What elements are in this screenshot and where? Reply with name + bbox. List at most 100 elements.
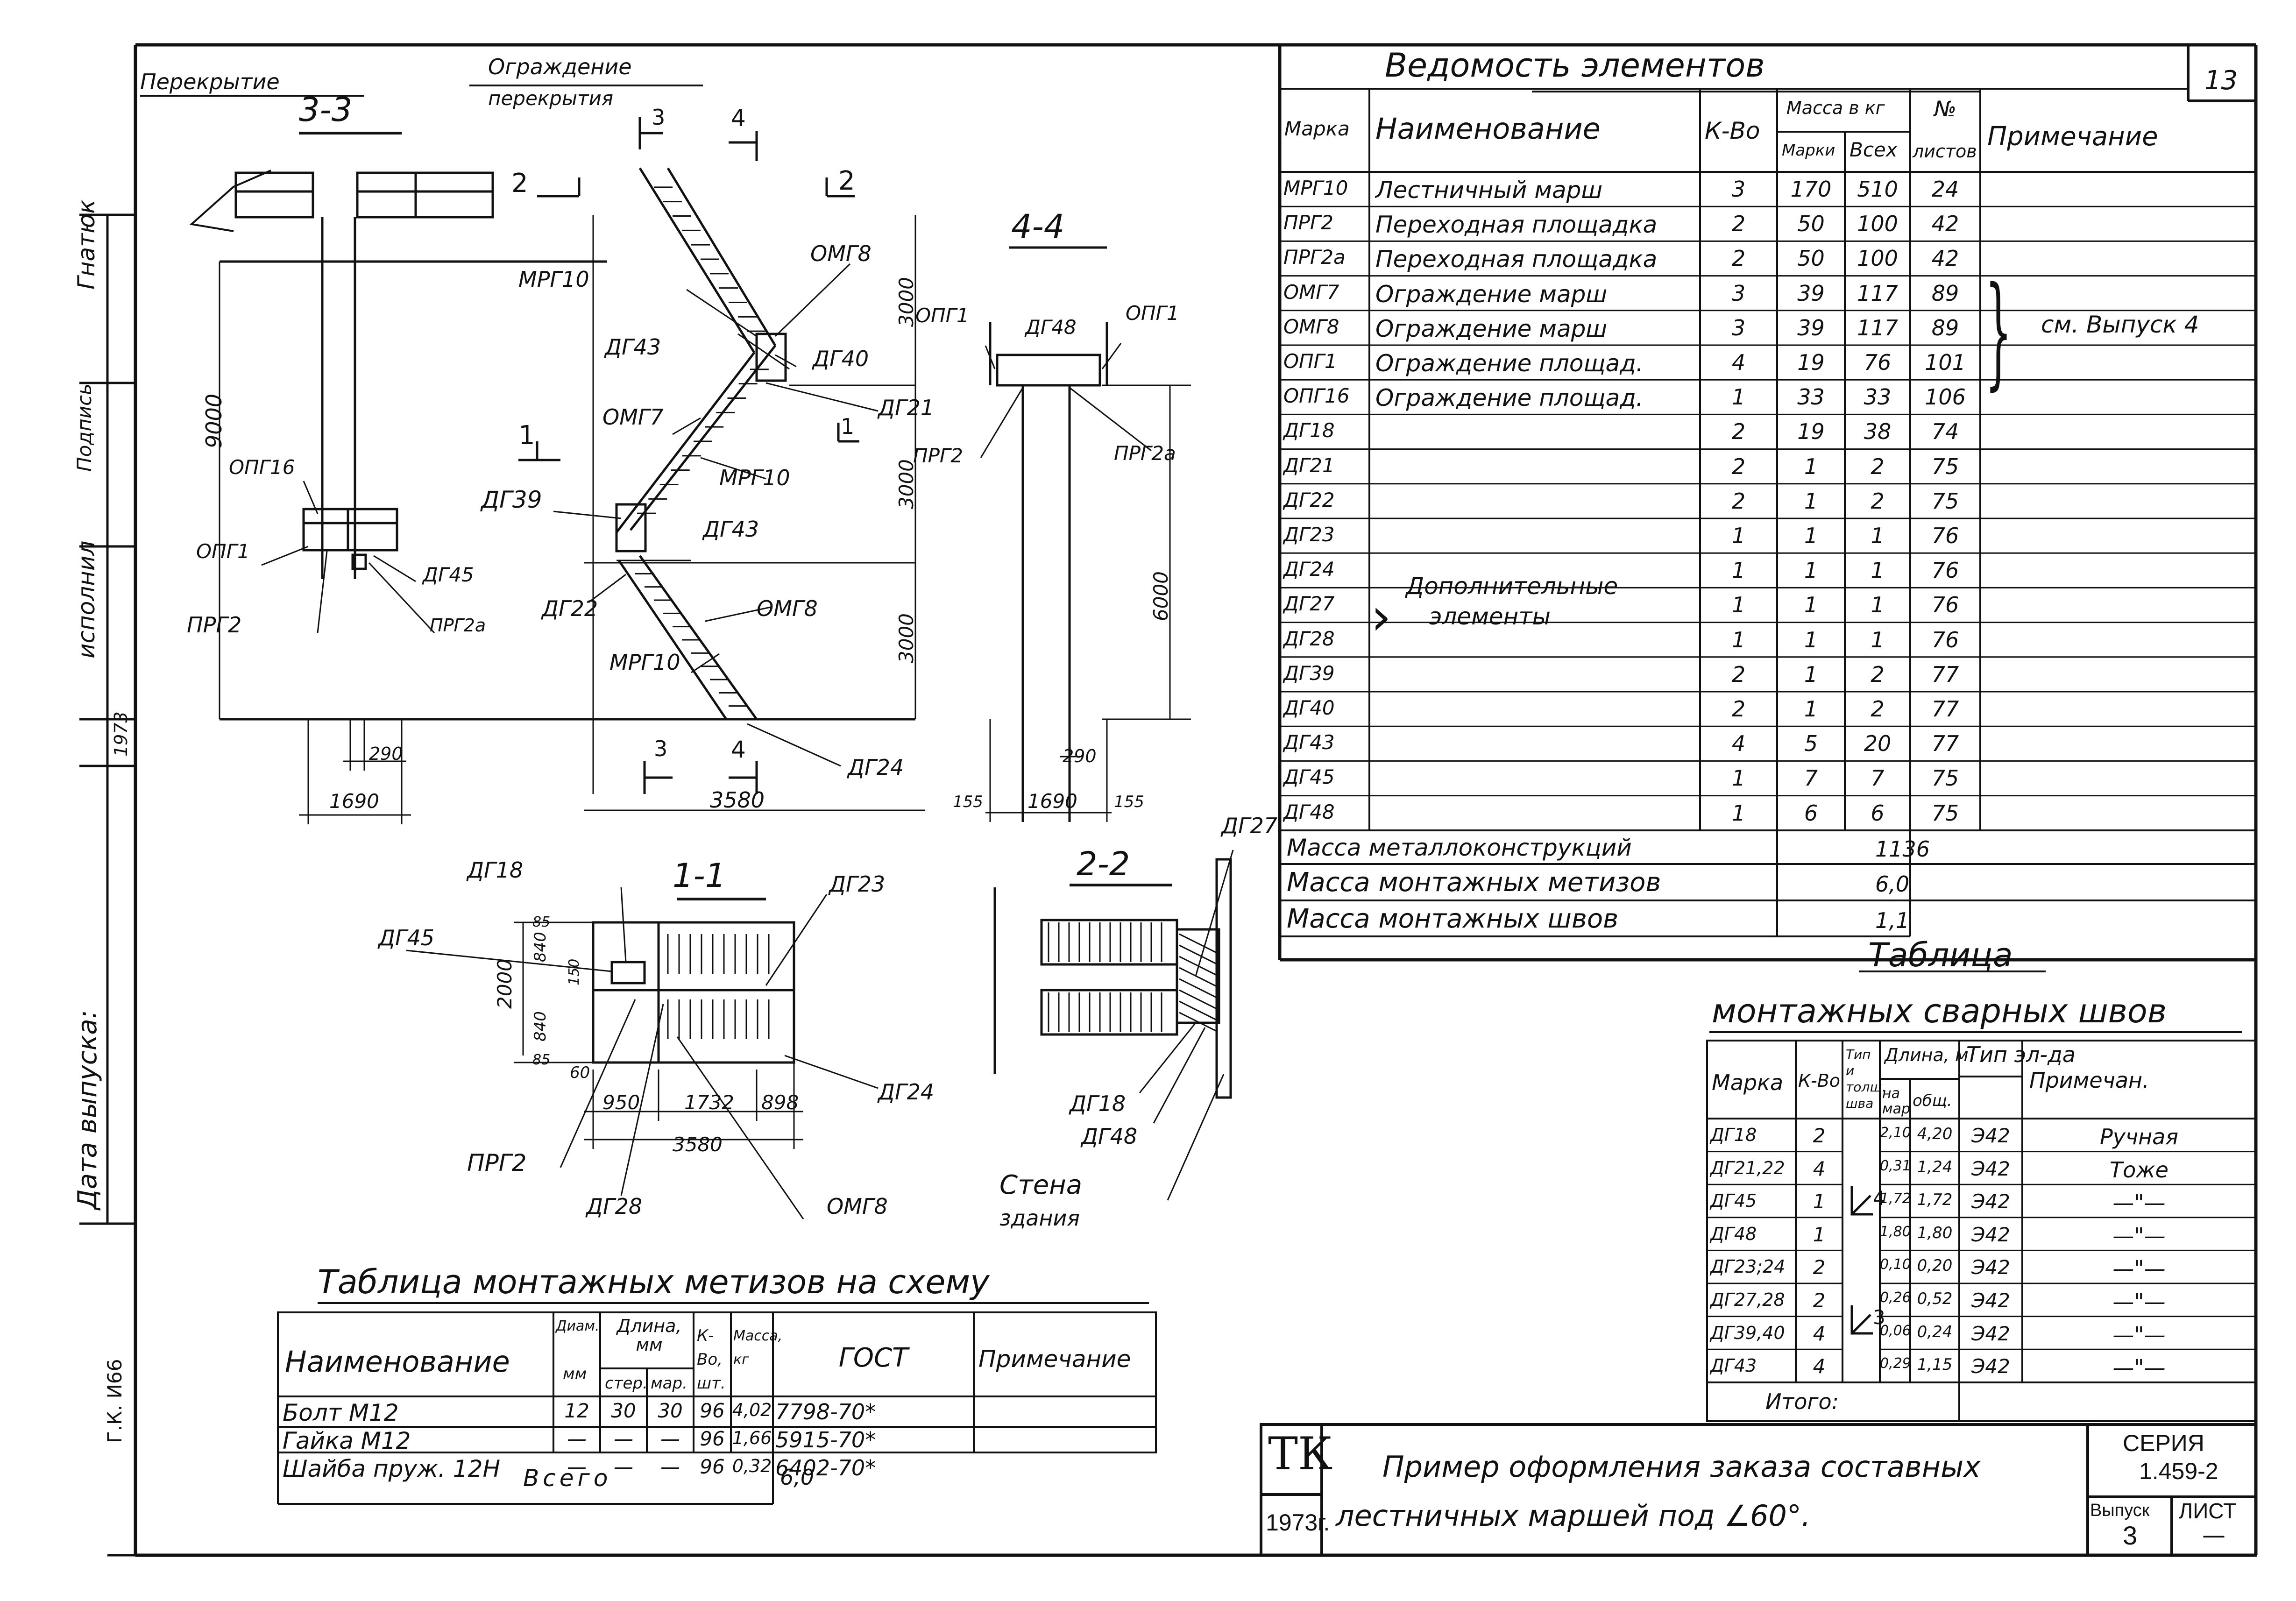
metizy-cell: 4,02 [732,1400,772,1420]
vedomost-cell: 50 [1797,211,1825,237]
dim-840-bot: 840 [531,1011,550,1041]
label-prg2a-33: ПРГ2а [430,615,486,636]
label-dg23: ДГ23 [829,871,886,897]
vedomost-cell: 1 [1804,592,1818,618]
plate-hatch [1179,944,1217,965]
svarka-title-1: Таблица [1868,936,2013,974]
dim-85-bot: 85 [532,1052,551,1068]
svarka-h-prim: Примечан. [2029,1068,2149,1093]
metizy-h-mm: мм [563,1365,587,1383]
svarka-cell: 2 [1813,1256,1826,1279]
vedomost-h-kvo: К-Во [1705,117,1760,144]
dim-898: 898 [761,1091,799,1114]
metizy-cell: Болт М12 [283,1399,399,1426]
stamp-list-label: ЛИСТ [2179,1499,2237,1523]
vedomost-cell: Ограждение марш [1375,280,1608,308]
metizy-cell: — [660,1455,680,1478]
section-3-3-title: 3-3 [299,91,353,129]
dim-155-left: 155 [953,793,983,811]
label-ograzhdenie-perekrytiya: перекрытия [488,87,614,110]
label-prg2-44: ПРГ2 [913,444,964,467]
dim-2000: 2000 [493,959,516,1009]
label-opg16: ОПГ16 [229,456,295,479]
label-mrg10-bot: МРГ10 [609,650,680,675]
section-1-1-title: 1-1 [673,857,726,895]
label-dg43-mid: ДГ43 [703,517,759,542]
vedomost-cell: 1 [1731,384,1746,410]
margin-year: 1973 [111,711,131,757]
metizy-cell: Гайка М12 [283,1427,411,1454]
svarka-cell: 0,10 [1880,1256,1911,1273]
massa-shv-label: Масса монтажных швов [1287,904,1619,934]
svarka-cell: 1,80 [1917,1223,1953,1242]
cut-mark-1-right: 1 [841,414,855,439]
dim-1732: 1732 [684,1091,734,1114]
cut-mark-1-left: 1 [518,420,535,451]
vedomost-cell: ДГ23 [1283,523,1335,546]
vedomost-cell: 77 [1931,731,1959,757]
section-1-1-hatch [667,934,770,1039]
vedomost-cell: ОМГ7 [1283,280,1339,304]
metizy-h-mar: мар. [651,1374,687,1393]
vedomost-cell: 2 [1731,453,1746,479]
label-omg7: ОМГ7 [602,404,664,430]
metizy-grid [277,1302,1157,1505]
dim-155-right: 155 [1114,793,1144,811]
svarka-cell: Ручная [2099,1124,2179,1149]
stamp-seria-value: 1.459-2 [2139,1458,2218,1484]
vedomost-cell: 3 [1731,280,1746,306]
vedomost-cell: 77 [1931,661,1959,687]
label-dg27: ДГ27 [1221,813,1278,838]
metizy-cell: 30 [658,1399,683,1422]
label-mrg10-top: МРГ10 [518,267,589,292]
vedomost-cell: 5 [1804,731,1818,757]
svarka-cell: 0,20 [1917,1256,1953,1275]
label-opg1-44-left: ОПГ1 [915,304,969,327]
vedomost-cell: 75 [1931,765,1959,791]
weld-size-3: 3 [1873,1306,1885,1329]
vedomost-dop2: элементы [1429,603,1551,630]
vedomost-cell: 1 [1804,453,1818,479]
vedomost-cell: ДГ45 [1283,765,1335,789]
vedomost-cell: ОПГ1 [1283,350,1337,373]
vedomost-cell: 75 [1931,488,1959,514]
metizy-title: Таблица монтажных метизов на схему [318,1263,990,1301]
metizy-cell: 96 [700,1455,725,1478]
svarka-cell: 1,24 [1917,1157,1953,1176]
cut-mark-4-top: 4 [731,105,746,132]
svarka-h-kvo: К-Во [1798,1070,1841,1091]
svarka-cell: Э42 [1971,1157,2010,1180]
section-3-3 [189,170,607,824]
vedomost-cell: 1 [1871,592,1885,618]
vedomost-dop1: Дополнительные [1406,573,1618,600]
vedomost-cell: Переходная площадка [1375,211,1658,239]
massa-met-label: Масса монтажных метизов [1287,867,1661,898]
vedomost-cell: ДГ40 [1283,696,1335,719]
vedomost-h-vseh: Всех [1850,138,1898,161]
label-dg48-22: ДГ48 [1081,1124,1138,1149]
vedomost-cell: 2 [1731,696,1746,722]
metizy-h-gost: ГОСТ [838,1343,908,1373]
stamp-title-1: Пример оформления заказа составных [1382,1450,1981,1484]
svarka-cell: 2 [1813,1289,1826,1312]
vedomost-cell: 3 [1731,315,1746,340]
svarka-cell: —"— [2112,1256,2166,1282]
svarka-cell: Э42 [1971,1256,2010,1279]
svarka-h-marka: Марка [1712,1070,1784,1095]
dim-3580-main: 3580 [710,787,765,813]
dim-3580-11: 3580 [673,1133,723,1156]
vedomost-cell: 33 [1864,384,1892,410]
svarka-cell: 1 [1813,1190,1826,1213]
metizy-vsego-value: 6,0 [780,1465,815,1490]
metizy-cell: 0,32 [732,1456,772,1476]
vedomost-cell: 1 [1731,523,1746,548]
metizy-cell: 6402-70* [775,1455,876,1481]
svarka-h-namar: на мар [1882,1085,1911,1117]
vedomost-cell: 101 [1925,350,1966,375]
metizy-cell: — [567,1455,587,1478]
stair-treads [635,186,769,707]
vedomost-h-name: Наименование [1375,112,1601,146]
vedomost-cell: ОПГ16 [1283,384,1350,408]
dim-85-top: 85 [532,914,551,930]
